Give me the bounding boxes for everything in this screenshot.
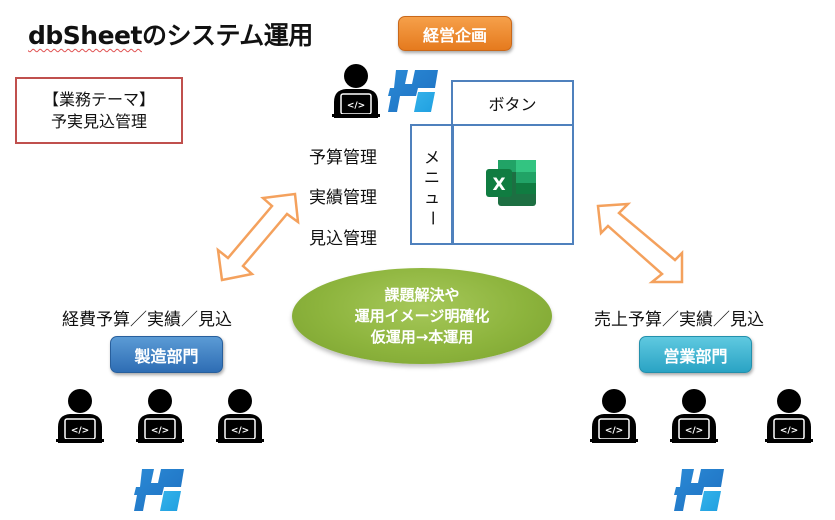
manufacturing-caption: 経費予算／実績／見込 bbox=[62, 310, 232, 330]
page-title: dbSheetのシステム運用 bbox=[28, 21, 313, 50]
bidirectional-arrow-right bbox=[596, 202, 684, 284]
ui-menu-cell: メ ニ ュ ー bbox=[410, 124, 454, 245]
management-item: 見込管理 bbox=[309, 229, 377, 249]
developer-person-icon bbox=[134, 387, 186, 443]
ui-button-cell: ボタン bbox=[451, 80, 574, 126]
developer-person-icon bbox=[214, 387, 266, 443]
bidirectional-arrow-left bbox=[216, 192, 300, 282]
management-item: 予算管理 bbox=[309, 148, 377, 168]
department-badge-management-planning: 経営企画 bbox=[398, 16, 512, 51]
business-theme-box: 【業務テーマ】 予実見込管理 bbox=[15, 77, 183, 144]
dbsheet-logo-icon bbox=[674, 465, 724, 511]
dbsheet-logo-icon bbox=[134, 465, 184, 511]
developer-person-icon bbox=[54, 387, 106, 443]
excel-icon: X bbox=[486, 160, 536, 206]
developer-person-icon bbox=[668, 387, 720, 443]
ui-main-cell: X bbox=[451, 124, 574, 245]
department-badge-manufacturing: 製造部門 bbox=[110, 336, 223, 373]
dbsheet-logo-icon bbox=[388, 66, 438, 112]
management-item: 実績管理 bbox=[309, 188, 377, 208]
theme-value: 予実見込管理 bbox=[50, 111, 147, 131]
theme-label: 【業務テーマ】 bbox=[42, 89, 155, 109]
department-badge-sales: 営業部門 bbox=[639, 336, 752, 373]
developer-person-icon bbox=[763, 387, 815, 443]
developer-person-icon bbox=[588, 387, 640, 443]
sales-caption: 売上予算／実績／見込 bbox=[594, 310, 764, 330]
center-goal-ellipse: 課題解決や 運用イメージ明確化 仮運用→本運用 bbox=[292, 268, 552, 364]
svg-text:X: X bbox=[492, 175, 505, 195]
developer-person-icon bbox=[330, 62, 382, 118]
